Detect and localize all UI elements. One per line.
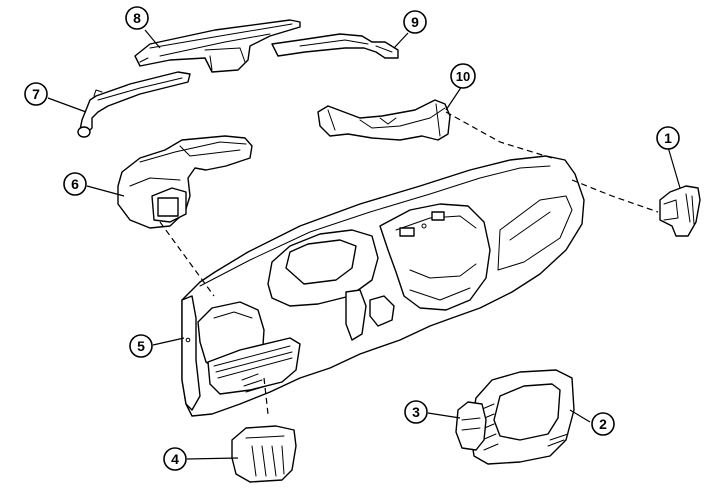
callout-10: 10 [450,63,476,89]
assembly-lines [159,111,659,415]
part-8-defroster-duct [134,19,301,73]
callout-label-3: 3 [412,404,420,420]
callout-label-2: 2 [599,416,607,432]
callout-3: 3 [404,400,428,424]
callout-label-10: 10 [456,69,470,84]
part-10-center-duct [317,99,451,141]
callout-8: 8 [125,6,149,30]
part-3-vent-insert [455,401,487,451]
callout-label-6: 6 [71,176,79,192]
callout-label-9: 9 [411,14,419,30]
part-5-dashboard-panel [181,155,585,417]
part-4-left-vent [231,425,297,483]
part-6-left-duct-assembly [117,135,253,229]
callout-5: 5 [129,334,153,358]
callout-6: 6 [63,172,87,196]
callout-4: 4 [163,447,187,471]
callout-label-8: 8 [133,10,141,26]
callout-2: 2 [591,412,615,436]
callout-7: 7 [24,82,48,106]
part-9-side-duct [271,33,399,59]
part-1-right-side-vent [659,185,701,237]
callout-label-7: 7 [32,86,40,102]
part-2-center-vent-bezel [469,369,575,465]
leader-lines [47,29,681,460]
callout-9: 9 [403,10,427,34]
callout-label-1: 1 [664,130,672,146]
callout-label-5: 5 [137,338,145,354]
callout-label-4: 4 [171,451,179,467]
part-7-side-duct [77,71,191,138]
callout-1: 1 [656,126,680,150]
